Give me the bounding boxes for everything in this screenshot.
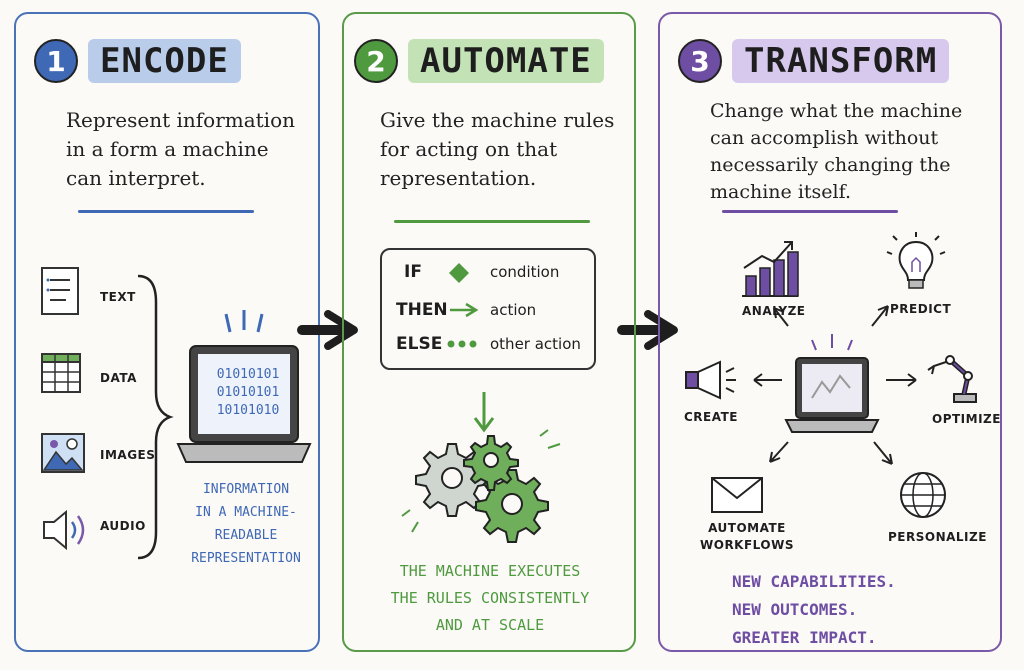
encode-title: ENCODE [88, 39, 241, 83]
arrow-right-icon [617, 310, 678, 350]
encode-title-row: 1 ENCODE [34, 36, 241, 86]
encode-caption: INFORMATION IN A MACHINE- READABLE REPRE… [191, 482, 301, 566]
input-label-images: IMAGES [100, 448, 156, 462]
laptop-icon [176, 310, 312, 463]
capability-label-predict: PREDICT [890, 302, 952, 316]
rule-value-condition: condition [490, 263, 560, 281]
automate-title-row: 2 AUTOMATE [354, 36, 604, 86]
input-label-audio: AUDIO [100, 519, 146, 533]
rule-keyword-if: IF [404, 262, 422, 282]
automate-caption: THE MACHINE EXECUTES THE RULES CONSISTEN… [390, 562, 590, 634]
binary-screen: 01010101 01010101 10101010 [210, 366, 286, 420]
dots-icon [447, 340, 477, 348]
binary-line: 10101010 [216, 403, 280, 418]
automate-description: Give the machine rules for acting on tha… [380, 108, 615, 190]
binary-line: 01010101 [216, 367, 280, 382]
arrow-down-icon [473, 392, 495, 433]
megaphone-icon [685, 360, 736, 400]
bar-chart-icon [742, 241, 799, 297]
speaker-icon [43, 509, 85, 551]
envelope-icon [711, 477, 763, 513]
gears-icon [401, 429, 561, 543]
diamond-icon [449, 263, 469, 283]
automate-title: AUTOMATE [408, 39, 604, 83]
arrow-icon [450, 302, 479, 318]
transform-title: TRANSFORM [732, 39, 950, 83]
encode-description: Represent information in a form a machin… [66, 108, 295, 190]
globe-icon [900, 472, 946, 518]
step-number-2: 2 [354, 39, 398, 83]
transform-underline [722, 210, 898, 213]
robot-arm-icon [927, 355, 977, 403]
document-icon [41, 267, 79, 315]
transform-panel: 3 TRANSFORM Change what the machine can … [658, 12, 1002, 652]
rule-keyword-then: THEN [396, 300, 448, 320]
brace-icon [137, 274, 174, 560]
transform-title-row: 3 TRANSFORM [678, 36, 950, 86]
capability-label-personalize: PERSONALIZE [888, 530, 987, 544]
rule-keyword-else: ELSE [396, 334, 443, 354]
table-icon [41, 353, 81, 393]
capability-label-automate-workflows: AUTOMATE WORKFLOWS [700, 521, 794, 552]
rules-box [380, 248, 596, 370]
capability-label-optimize: OPTIMIZE [932, 412, 1001, 426]
binary-line: 01010101 [216, 385, 280, 400]
step-number-1: 1 [34, 39, 78, 83]
automate-underline [394, 220, 590, 223]
input-label-data: DATA [100, 371, 137, 385]
transform-caption: NEW CAPABILITIES. NEW OUTCOMES. GREATER … [732, 572, 896, 647]
automate-panel: 2 AUTOMATE Give the machine rules for ac… [342, 12, 636, 652]
step-number-3: 3 [678, 39, 722, 83]
laptop-icon [784, 334, 880, 433]
encode-underline [78, 210, 254, 213]
lightbulb-icon [886, 232, 946, 289]
capability-label-create: CREATE [684, 410, 738, 424]
capability-label-analyze: ANALYZE [742, 304, 806, 318]
rule-value-action: action [490, 301, 537, 319]
arrow-right-icon [297, 310, 358, 350]
rule-value-other-action: other action [490, 335, 581, 353]
transform-description: Change what the machine can accomplish w… [710, 100, 963, 203]
image-icon [41, 433, 85, 473]
input-label-text: TEXT [100, 290, 136, 304]
encode-panel: 1 ENCODE Represent information in a form… [14, 12, 320, 652]
radiating-arrows [753, 305, 917, 465]
